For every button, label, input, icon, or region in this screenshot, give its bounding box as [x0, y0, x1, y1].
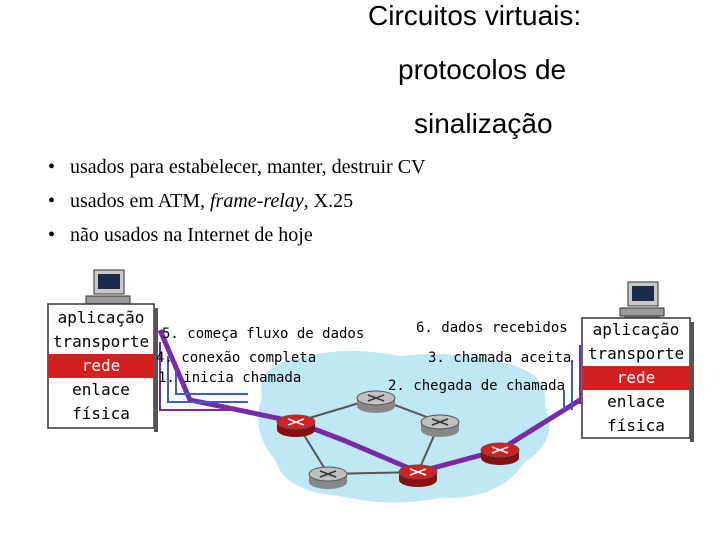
layer-transport: transporte [52, 332, 150, 351]
step-2-label: 2. chegada de chamada [388, 378, 566, 394]
router-icon-on-path [480, 442, 520, 465]
computer-icon-left [85, 269, 131, 309]
left-protocol-stack: aplicação transporte rede enlace física [48, 306, 154, 426]
bullet-dot: • [48, 190, 56, 212]
right-protocol-stack: aplicação transporte rede enlace física [582, 318, 690, 438]
bullet-item: •não usados na Internet de hoje [48, 218, 425, 252]
router-icon-on-path [276, 414, 316, 437]
bullet-item: •usados para estabelecer, manter, destru… [48, 150, 425, 184]
layer-physical: física [72, 404, 130, 423]
title-line-3: sinalização [414, 108, 553, 139]
step-3-label: 3. chamada aceita [428, 350, 572, 366]
left-signalling-arrows [159, 342, 248, 411]
layer-application: aplicação [592, 320, 680, 339]
bullet-item: •usados em ATM, frame-relay, X.25 [48, 184, 425, 218]
router-icon-on-path [398, 464, 438, 487]
step-5-label: 5. começa fluxo de dados [162, 326, 365, 342]
layer-link: enlace [72, 380, 130, 399]
layer-transport: transporte [587, 344, 685, 363]
network-cloud [258, 350, 550, 503]
layer-physical: física [607, 416, 665, 435]
computer-icon-right [619, 281, 665, 321]
layer-network: rede [582, 366, 690, 390]
right-stack-shadow [690, 322, 694, 442]
layer-network: rede [48, 354, 154, 378]
bullet-dot: • [48, 224, 56, 246]
title-line-2: protocolos de [398, 54, 567, 85]
step-1-label: 1. inicia chamada [158, 370, 302, 386]
bullet-dot: • [48, 156, 56, 178]
bullet-list: •usados para estabelecer, manter, destru… [48, 150, 425, 252]
layer-link: enlace [607, 392, 665, 411]
left-stack-shadow [154, 308, 158, 432]
layer-application: aplicação [57, 308, 145, 327]
title-line-1: Circuitos virtuais: [368, 0, 582, 31]
step-6-label: 6. dados recebidos [416, 320, 568, 336]
right-signalling-arrows [563, 345, 581, 410]
step-4-label: 4. conexão completa [156, 350, 317, 366]
router-icon [420, 414, 460, 437]
router-icon [356, 390, 396, 413]
router-icon [308, 466, 348, 489]
